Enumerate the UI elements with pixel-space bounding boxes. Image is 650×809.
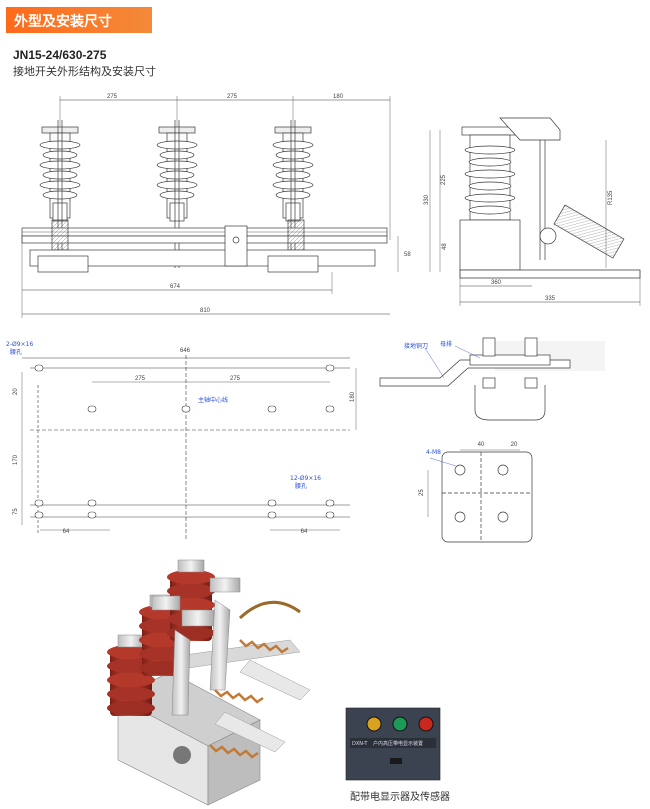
indicator-panel: [345, 707, 441, 781]
drawing-subtitle: 接地开关外形结构及安装尺寸: [13, 65, 156, 78]
mount-dim-180: 180: [350, 391, 356, 402]
mount-dim-20: 20: [13, 388, 19, 395]
section-title: 外型及安装尺寸: [14, 14, 112, 30]
section-header: 外型及安装尺寸: [6, 7, 152, 33]
front-dim-58: 58: [404, 252, 411, 258]
indicator-subtitle: 户内高压带电显示装置: [373, 740, 423, 747]
hole-pattern-view: [427, 449, 533, 543]
axis-center-label: 主轴中心线: [198, 396, 228, 404]
detail-label-left: 接地铜刀: [404, 342, 428, 350]
front-dim-275b: 275: [227, 94, 238, 100]
model-number: JN15-24/630-275: [13, 48, 107, 62]
hole-dim-20: 20: [511, 442, 518, 448]
side-dim-360: 360: [491, 280, 502, 286]
holes-left-label: 2-Ø9×16: [6, 341, 33, 348]
side-dim-48: 48: [442, 243, 448, 250]
mounting-view: [21, 355, 357, 540]
mount-dim-646: 646: [180, 348, 191, 354]
side-dim-225: 225: [441, 174, 447, 185]
holes-left-note: 腰孔: [10, 348, 22, 356]
front-dim-810: 810: [200, 308, 211, 314]
detail-label-right: 母排: [440, 340, 452, 348]
hole-spec: 4-M8: [426, 449, 441, 456]
side-dim-330: 330: [424, 194, 430, 205]
front-dim-180: 180: [333, 94, 344, 100]
mount-dim-275a: 275: [135, 376, 146, 382]
detail-view: [379, 337, 605, 421]
mount-dim-64b: 64: [301, 529, 308, 535]
front-view: [21, 96, 399, 318]
hole-dim-40: 40: [478, 442, 485, 448]
side-dim-335: 335: [545, 296, 556, 302]
product-photo: [107, 559, 311, 806]
hole-dim-25: 25: [419, 489, 425, 496]
mount-dim-275b: 275: [230, 376, 241, 382]
front-dim-674: 674: [170, 284, 181, 290]
indicator-model: DXN-T: [352, 741, 368, 747]
holes-right-label: 12-Ø9×16: [290, 475, 321, 482]
mount-dim-170: 170: [13, 454, 19, 465]
side-view: [429, 117, 641, 306]
photo-caption: 配带电显示器及传感器: [350, 792, 450, 803]
mount-dim-64a: 64: [63, 529, 70, 535]
side-dim-r135: R135: [608, 190, 614, 205]
mount-dim-75: 75: [13, 508, 19, 515]
holes-right-note: 腰孔: [295, 482, 307, 490]
front-dim-275a: 275: [107, 94, 118, 100]
